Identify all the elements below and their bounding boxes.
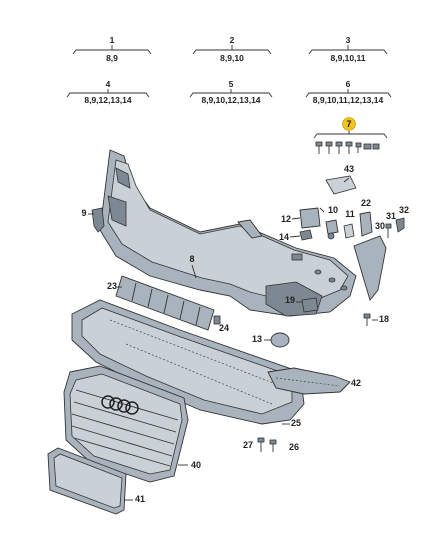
callout-42: 42 <box>351 378 361 388</box>
part-43-cover: 43 <box>325 164 357 195</box>
part-41-plate-holder: 41 <box>47 447 145 515</box>
callout-23: 23 <box>107 281 117 291</box>
part-24-clip: 24 <box>213 315 229 333</box>
header-group-3: 3 8,9,10,11 <box>308 35 388 63</box>
group-parts: 8,9,12,13,14 <box>84 95 132 105</box>
header-group-1: 1 8,9 <box>72 35 152 63</box>
callout-32: 32 <box>399 205 409 215</box>
callout-12: 12 <box>281 214 291 224</box>
group-number: 3 <box>346 35 351 45</box>
header-group-6: 6 8,9,10,11,12,13,14 <box>305 79 392 105</box>
callout-13: 13 <box>252 334 262 344</box>
part-13-cap: 13 <box>252 332 290 348</box>
group-parts: 8,9,10,11,12,13,14 <box>313 95 384 105</box>
part-12-holder: 12 <box>281 207 321 229</box>
part-10-sensor: 10 <box>325 205 339 240</box>
callout-8: 8 <box>189 254 194 264</box>
part-7-clip-set: 7 <box>313 117 388 154</box>
callout-40: 40 <box>191 460 201 470</box>
callout-7: 7 <box>346 119 351 129</box>
header-group-4: 4 8,9,12,13,14 <box>66 79 150 105</box>
part-9-bracket: 9 <box>81 207 105 233</box>
callout-14: 14 <box>279 232 289 242</box>
badge-7 <box>342 117 356 131</box>
callout-19: 19 <box>285 295 295 305</box>
part-26-screw: 26 <box>269 439 299 452</box>
callout-10: 10 <box>328 205 338 215</box>
callout-9: 9 <box>81 208 86 218</box>
group-parts: 8,9,10 <box>220 53 244 63</box>
group-number: 6 <box>346 79 351 89</box>
callout-18: 18 <box>379 314 389 324</box>
part-8-bumper-cover: 8 <box>99 149 357 317</box>
callout-25: 25 <box>291 418 301 428</box>
part-42-lower-grille: 42 <box>267 367 361 395</box>
group-parts: 8,9,10,11 <box>331 53 366 63</box>
header-group-2: 2 8,9,10 <box>192 35 272 63</box>
part-30-guide: 30 <box>353 221 387 301</box>
callout-30: 30 <box>375 221 385 231</box>
screw-icon <box>315 141 380 154</box>
group-number: 2 <box>230 35 235 45</box>
part-23-reinforcement: 23 <box>107 275 215 331</box>
callout-27: 27 <box>243 440 253 450</box>
callout-24: 24 <box>219 323 229 333</box>
callout-11: 11 <box>345 209 355 219</box>
part-14-clip: 14 <box>279 229 313 242</box>
group-parts: 8,9 <box>106 53 118 63</box>
callout-26: 26 <box>289 442 299 452</box>
group-number: 5 <box>229 79 234 89</box>
callout-41: 41 <box>135 494 145 504</box>
callout-43: 43 <box>344 164 354 174</box>
part-32-clip: 32 <box>395 205 409 233</box>
part-25-undertray: 25 <box>71 299 305 428</box>
group-number: 4 <box>106 79 111 89</box>
callout-22: 22 <box>361 198 371 208</box>
group-parts: 8,9,10,12,13,14 <box>201 95 260 105</box>
callout-31: 31 <box>386 211 396 221</box>
part-18-screw: 18 <box>363 313 389 326</box>
part-27-screw: 27 <box>243 437 265 452</box>
rings-logo-icon <box>101 395 139 415</box>
group-number: 1 <box>110 35 115 45</box>
part-19-washer-nozzle: 19 <box>285 295 319 313</box>
part-31-screw: 31 <box>385 211 396 238</box>
part-11-sensor: 11 <box>343 209 355 239</box>
header-group-5: 5 8,9,10,12,13,14 <box>189 79 273 105</box>
part-40-radiator-grille: 40 <box>63 365 201 483</box>
part-22-bracket: 22 <box>359 198 373 237</box>
